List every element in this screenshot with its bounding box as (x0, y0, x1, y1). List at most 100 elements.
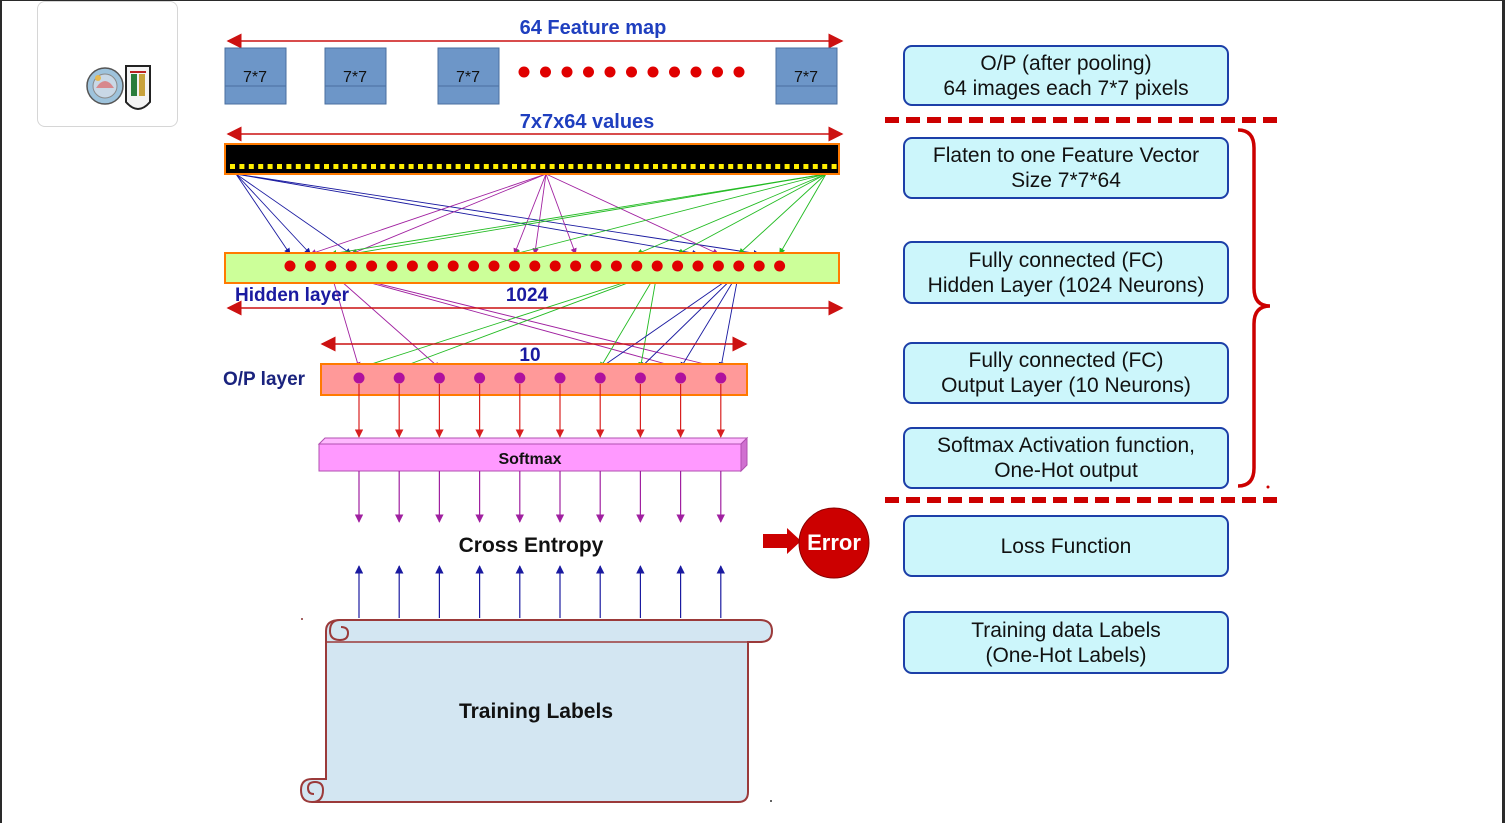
info-box-line: 64 images each 7*7 pixels (943, 76, 1189, 100)
connection-line (330, 271, 682, 370)
hidden-neuron (427, 260, 439, 272)
vector-element (765, 164, 771, 169)
connection-line (330, 271, 361, 369)
round-seal-logo (86, 67, 124, 105)
connection-line (545, 173, 577, 255)
error-arrow (763, 528, 801, 554)
hidden-neuron (386, 260, 398, 272)
info-box-line: One-Hot output (994, 459, 1138, 482)
output-layer-label: O/P layer (223, 369, 306, 390)
vector-element (728, 164, 734, 169)
hidden-neuron (345, 260, 357, 272)
connection-line (235, 173, 291, 255)
training-labels-text: Training Labels (459, 700, 613, 723)
connection-line (779, 173, 827, 255)
vector-element (258, 164, 264, 169)
cross-entropy-label: Cross Entropy (459, 534, 604, 557)
connection-line (738, 173, 827, 255)
vector-element (248, 164, 254, 169)
connection-line (599, 271, 740, 369)
hidden-neuron (549, 260, 561, 272)
hidden-neuron (712, 260, 724, 272)
vector-element (615, 164, 621, 169)
vector-element (577, 164, 583, 169)
ellipsis-dot (690, 66, 702, 78)
logo-card (37, 1, 178, 127)
vector-element (512, 164, 517, 169)
ellipsis-dot (540, 66, 551, 78)
hidden-layer-neurons (284, 260, 786, 272)
hidden-neuron (733, 260, 745, 272)
university-logos (86, 65, 151, 110)
connection-line (545, 173, 719, 255)
vector-element (530, 164, 536, 169)
vector-element (380, 164, 386, 169)
vector-element (718, 164, 724, 169)
vector-element (399, 164, 405, 169)
output-neuron (634, 372, 646, 384)
vector-element (277, 164, 282, 169)
vector-element (389, 164, 395, 169)
output-neuron (353, 372, 365, 384)
output-layer-neurons (353, 372, 727, 384)
hidden-neuron (590, 260, 602, 272)
output-neuron (514, 372, 526, 384)
window-frame-right (1502, 0, 1505, 823)
info-box-line: Softmax Activation function, (937, 434, 1195, 457)
vector-element (521, 164, 527, 169)
info-box-line: (One-Hot Labels) (985, 643, 1147, 667)
hidden-neuron (447, 260, 459, 272)
ellipsis-dot (583, 66, 594, 78)
vector-element (286, 164, 292, 169)
feature-map-box: 7*7 (775, 47, 838, 105)
vector-element (493, 164, 499, 169)
vector-element (681, 164, 687, 169)
info-box-pooling-output: O/P (after pooling) 64 images each 7*7 p… (903, 45, 1229, 106)
vector-element (606, 164, 611, 169)
flatten-vector (224, 143, 840, 175)
vector-element (239, 164, 245, 169)
vector-element (709, 164, 715, 169)
hidden-neuron (366, 260, 378, 272)
feature-map-box: 7*7 (224, 47, 287, 105)
error-label: Error (807, 530, 861, 555)
output-neuron (594, 372, 606, 384)
connection-line (718, 271, 740, 369)
vector-element (784, 164, 790, 169)
vector-element (587, 164, 593, 169)
connection-line (398, 271, 658, 369)
vector-element (324, 164, 329, 169)
hidden-neuron (529, 260, 541, 272)
window-frame-top (0, 0, 1505, 1)
stray-dot (1266, 485, 1270, 489)
ellipsis-dot (518, 66, 530, 78)
shield-logo (125, 65, 151, 110)
softmax-block (317, 436, 749, 473)
vector-element (267, 164, 273, 169)
flatten-label: 7x7x64 values (520, 111, 655, 133)
info-box-line: O/P (after pooling) (980, 51, 1152, 75)
vector-element (408, 164, 414, 169)
connection-line (513, 173, 547, 255)
feature-map-box-label: 7*7 (456, 69, 480, 86)
feature-map-ellipsis (518, 66, 745, 78)
vector-element (559, 164, 564, 169)
softmax-label: Softmax (498, 451, 561, 468)
vector-element (352, 164, 358, 169)
vector-element (427, 164, 433, 169)
training-labels-scroll (299, 619, 774, 803)
window-frame-left (0, 0, 2, 823)
vector-element (314, 164, 320, 169)
vector-element (803, 164, 809, 169)
vector-element (596, 164, 602, 169)
connection-line (330, 271, 722, 370)
vector-element (634, 164, 640, 169)
vector-element (361, 164, 367, 169)
vector-element (700, 164, 705, 169)
vector-element (737, 164, 743, 169)
feature-map-title: 64 Feature map (520, 17, 667, 39)
feature-map-box: 7*7 (324, 47, 387, 105)
output-neuron (393, 372, 405, 384)
connection-line (350, 173, 547, 255)
